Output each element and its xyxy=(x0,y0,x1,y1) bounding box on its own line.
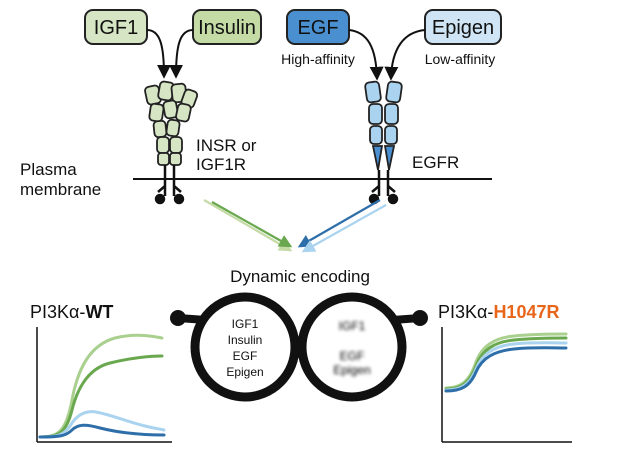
panel-mutant-title: PI3Kα-H1047R xyxy=(438,302,559,322)
insr-label-2: IGF1R xyxy=(196,155,246,174)
ligand-egf-label: EGF xyxy=(297,17,338,39)
binding-arrows xyxy=(146,29,426,81)
left-lens-egf: EGF xyxy=(233,349,258,363)
egfr-transmembrane xyxy=(368,170,399,205)
egfr-label: EGFR xyxy=(412,153,459,172)
right-lens-igf1: IGF1 xyxy=(339,319,366,333)
left-lens-epigen: Epigen xyxy=(226,365,263,379)
wt-curve-insulin xyxy=(38,354,164,439)
ligand-igf1: IGF1 xyxy=(84,9,148,45)
left-lens xyxy=(190,292,300,402)
right-lens-epigen: Epigen xyxy=(333,363,370,377)
wt-curve-egf xyxy=(38,423,166,439)
ligand-epigen: Epigen xyxy=(424,9,502,45)
panel-mutant-axes xyxy=(441,327,572,443)
egfr-receptor xyxy=(364,80,403,171)
panel-mutant-prefix: PI3Kα- xyxy=(438,302,493,322)
egf-affinity-label: High-affinity xyxy=(281,51,355,67)
panel-wt-curves xyxy=(38,333,166,439)
panel-mutant-curves xyxy=(444,332,568,393)
insr-label-1: INSR or xyxy=(196,136,257,155)
membrane-label-1: Plasma xyxy=(20,160,77,179)
insr-receptor xyxy=(144,80,199,166)
insr-transmembrane xyxy=(154,165,185,205)
panel-wt-title: PI3Kα-WT xyxy=(30,302,113,322)
ligand-insulin: Insulin xyxy=(192,9,262,45)
membrane-label-2: membrane xyxy=(20,180,101,199)
right-lens xyxy=(297,292,407,402)
ligand-igf1-label: IGF1 xyxy=(94,17,138,39)
panel-wt-axes xyxy=(36,327,172,443)
right-lens-egf: EGF xyxy=(340,349,365,363)
left-lens-igf1: IGF1 xyxy=(232,317,259,331)
ligand-egf: EGF xyxy=(286,9,350,45)
wt-curve-epigen xyxy=(38,410,166,439)
right-lens-blurred-text: IGF1 EGF Epigen xyxy=(333,319,370,377)
ligand-epigen-label: Epigen xyxy=(432,17,494,39)
panel-mutant-variant: H1047R xyxy=(493,302,559,322)
panel-wt-prefix: PI3Kα- xyxy=(30,302,85,322)
ligand-insulin-label: Insulin xyxy=(198,17,256,39)
mutant-curve-egf xyxy=(444,346,568,393)
glasses xyxy=(170,292,428,402)
encoding-title: Dynamic encoding xyxy=(230,267,370,286)
left-lens-insulin: Insulin xyxy=(228,333,263,347)
wt-curve-igf1 xyxy=(38,333,164,439)
panel-wt-variant: WT xyxy=(85,302,113,322)
epigen-affinity-label: Low-affinity xyxy=(425,51,496,67)
signal-arrows xyxy=(203,199,387,253)
